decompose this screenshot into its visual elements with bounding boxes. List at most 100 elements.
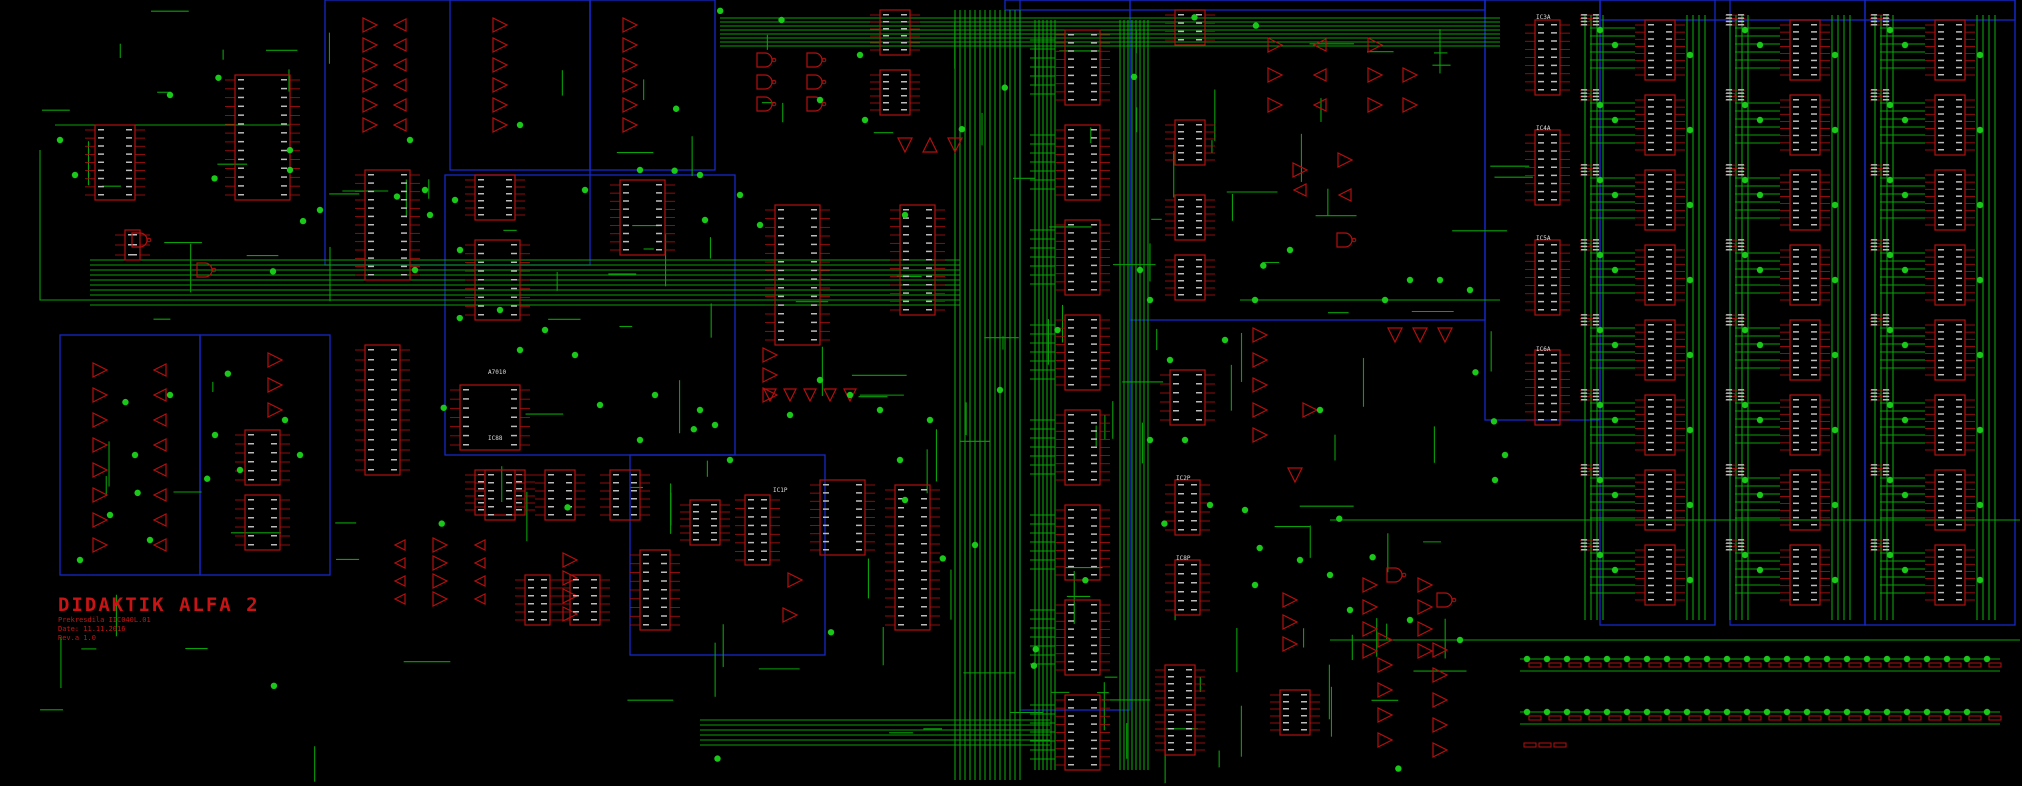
pin-label	[391, 459, 397, 461]
buffer-gate	[1282, 592, 1299, 608]
pin-label	[1956, 338, 1962, 340]
pin-label	[898, 525, 904, 527]
pin-label	[401, 174, 407, 176]
pin-label	[1581, 395, 1588, 398]
pin-label	[856, 492, 862, 494]
pin-label	[1956, 256, 1962, 258]
junction-dot	[958, 125, 966, 133]
pin-label	[656, 200, 662, 202]
pin-label	[921, 552, 927, 554]
pin-label	[1956, 563, 1962, 565]
buffer-gate	[1377, 632, 1394, 648]
pin-label	[548, 474, 554, 476]
junction-dot	[166, 391, 174, 399]
pin-label	[1091, 335, 1097, 337]
pin-label	[511, 314, 517, 316]
pin-label	[898, 597, 904, 599]
resistor	[1848, 715, 1862, 721]
pin-label	[1811, 74, 1817, 76]
pin-label	[1091, 612, 1097, 614]
bus-frame	[449, 0, 591, 171]
pin-label	[1871, 470, 1878, 473]
buffer-gate	[92, 387, 109, 403]
resistor	[1548, 715, 1562, 721]
chip-label-ic3a: IC3A	[1536, 14, 1551, 21]
pin-label	[761, 499, 767, 501]
pin-label	[98, 194, 104, 196]
junction-dot	[1596, 101, 1604, 109]
pin-label	[1551, 80, 1557, 83]
pin-label	[1666, 99, 1672, 101]
junction-dot	[440, 404, 447, 411]
pin-label	[1738, 99, 1744, 101]
pin-label	[566, 514, 572, 516]
pin-label	[368, 224, 374, 226]
junction-dot	[1963, 708, 1971, 716]
pin-label	[1196, 145, 1202, 147]
pin-label	[391, 439, 397, 441]
pin-label	[566, 482, 572, 484]
resistor	[1688, 715, 1702, 721]
junction-dot	[1886, 251, 1894, 259]
pin-label	[921, 588, 927, 590]
buffer-gate	[622, 77, 639, 93]
buffer-gate	[432, 537, 449, 553]
pin-label	[778, 269, 784, 272]
pin-label	[1068, 194, 1074, 196]
pin-label	[1068, 137, 1074, 139]
pin-label	[1871, 170, 1878, 173]
chip-label-ic5a: IC5A	[1536, 235, 1551, 242]
pin-label	[1091, 715, 1097, 717]
pin-label	[1551, 378, 1557, 380]
pin-label	[1938, 113, 1944, 115]
junction-dot	[1316, 406, 1324, 414]
pin-label	[1883, 389, 1889, 391]
pin-label	[1738, 95, 1744, 98]
pin-label	[541, 579, 547, 581]
pin-label	[656, 192, 662, 194]
pin-label	[1666, 584, 1672, 587]
resistor	[1728, 662, 1742, 668]
pin-label	[1666, 188, 1672, 190]
pin-label	[1793, 420, 1799, 422]
buffer-gate	[152, 488, 167, 502]
chip-label-ic8p: IC8P	[1176, 555, 1191, 562]
resistor	[1528, 662, 1542, 668]
pin-label	[368, 449, 374, 451]
pin-label	[1186, 742, 1192, 744]
pin-label	[1666, 249, 1672, 251]
pin-label	[1666, 352, 1672, 355]
buffer-gate	[393, 557, 406, 569]
pin-label	[271, 499, 277, 501]
buffer-gate	[1417, 577, 1434, 593]
pin-label	[1068, 74, 1074, 77]
pin-label	[401, 232, 407, 234]
junction-dot	[76, 556, 84, 564]
pin-label	[1726, 539, 1733, 541]
pin-label	[1593, 389, 1599, 391]
pin-label	[1593, 395, 1599, 398]
junction-dot	[269, 268, 277, 275]
pin-label	[1196, 392, 1202, 394]
buffer-gate	[762, 347, 779, 363]
pin-label	[1068, 375, 1074, 378]
junction-dot	[1466, 286, 1474, 294]
pin-label	[921, 624, 927, 626]
junction-dot	[1296, 556, 1304, 564]
junction-dot	[1831, 276, 1839, 284]
pin-label	[1551, 56, 1557, 58]
title-block: DIDAKTIK ALFA 2 Prekresdila IIC040L.01 D…	[58, 594, 260, 643]
pin-label	[368, 439, 374, 441]
pin-label	[778, 235, 784, 237]
pin-label	[1666, 495, 1672, 497]
pin-label	[98, 161, 104, 163]
buffer-gate	[1252, 327, 1269, 343]
pin-label	[1068, 153, 1074, 155]
pin-label	[506, 179, 512, 181]
resistor	[1968, 715, 1982, 721]
junction-dot	[1976, 276, 1984, 284]
pin-label	[1956, 188, 1962, 190]
pin-label	[748, 541, 754, 544]
pin-label	[401, 249, 407, 251]
pin-label	[898, 570, 904, 572]
